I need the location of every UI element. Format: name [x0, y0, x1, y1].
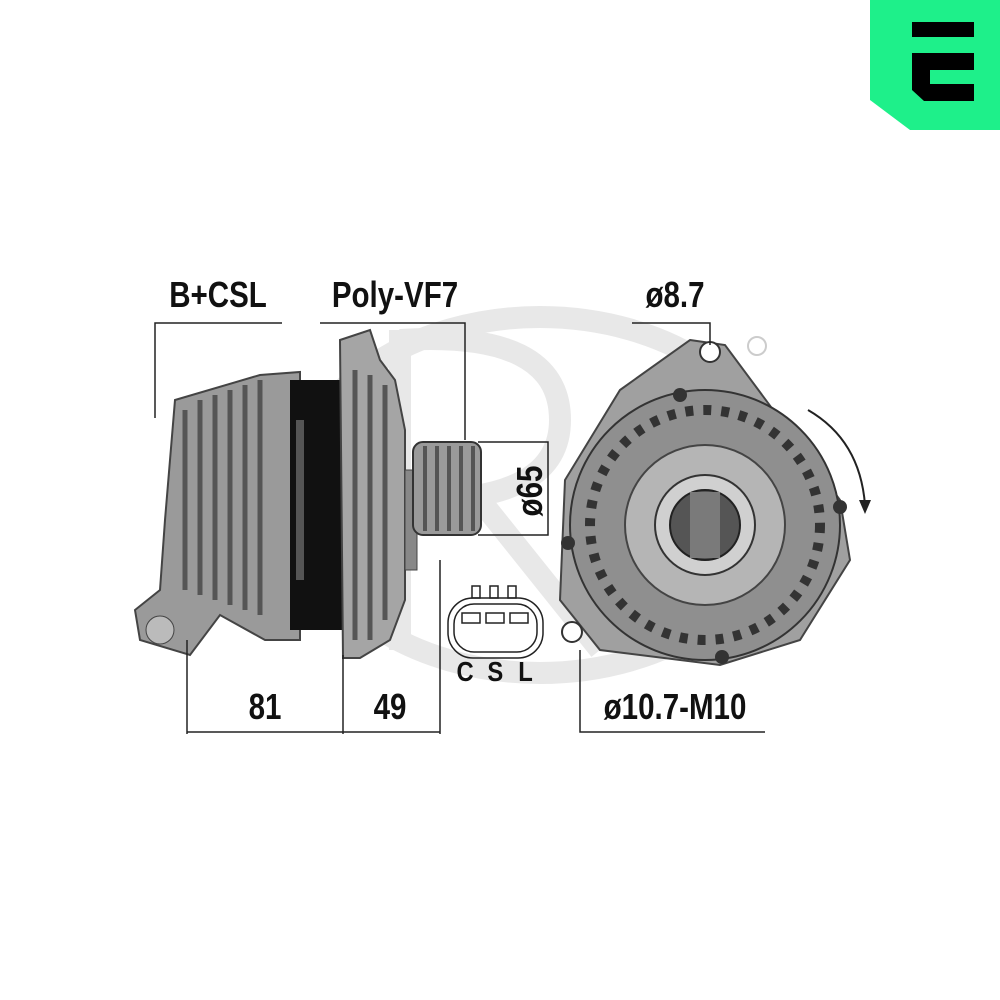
- alternator-side-view: [133, 328, 482, 659]
- terminal-label: B+CSL: [169, 274, 267, 315]
- alternator-front-view: [558, 338, 871, 667]
- pulley-label: Poly-VF7: [331, 274, 459, 315]
- length-rear-label: 81: [248, 686, 282, 727]
- hole-bottom-label: ø10.7-M10: [603, 686, 747, 727]
- pulley-diameter-label: ø65: [509, 465, 550, 517]
- registered-icon: [747, 336, 767, 356]
- hole-top-label: ø8.7: [645, 274, 705, 315]
- length-front-label: 49: [373, 686, 407, 727]
- dimension-lines: [154, 322, 765, 734]
- rotation-arrow-icon: [807, 409, 866, 506]
- brand-logo: [870, 0, 1000, 130]
- logo-e-icon: [870, 0, 1000, 130]
- connector-pin-c: C: [456, 656, 474, 687]
- connector-icon: [447, 585, 544, 659]
- connector-pin-s: S: [487, 656, 504, 687]
- connector-pin-l: L: [518, 656, 533, 687]
